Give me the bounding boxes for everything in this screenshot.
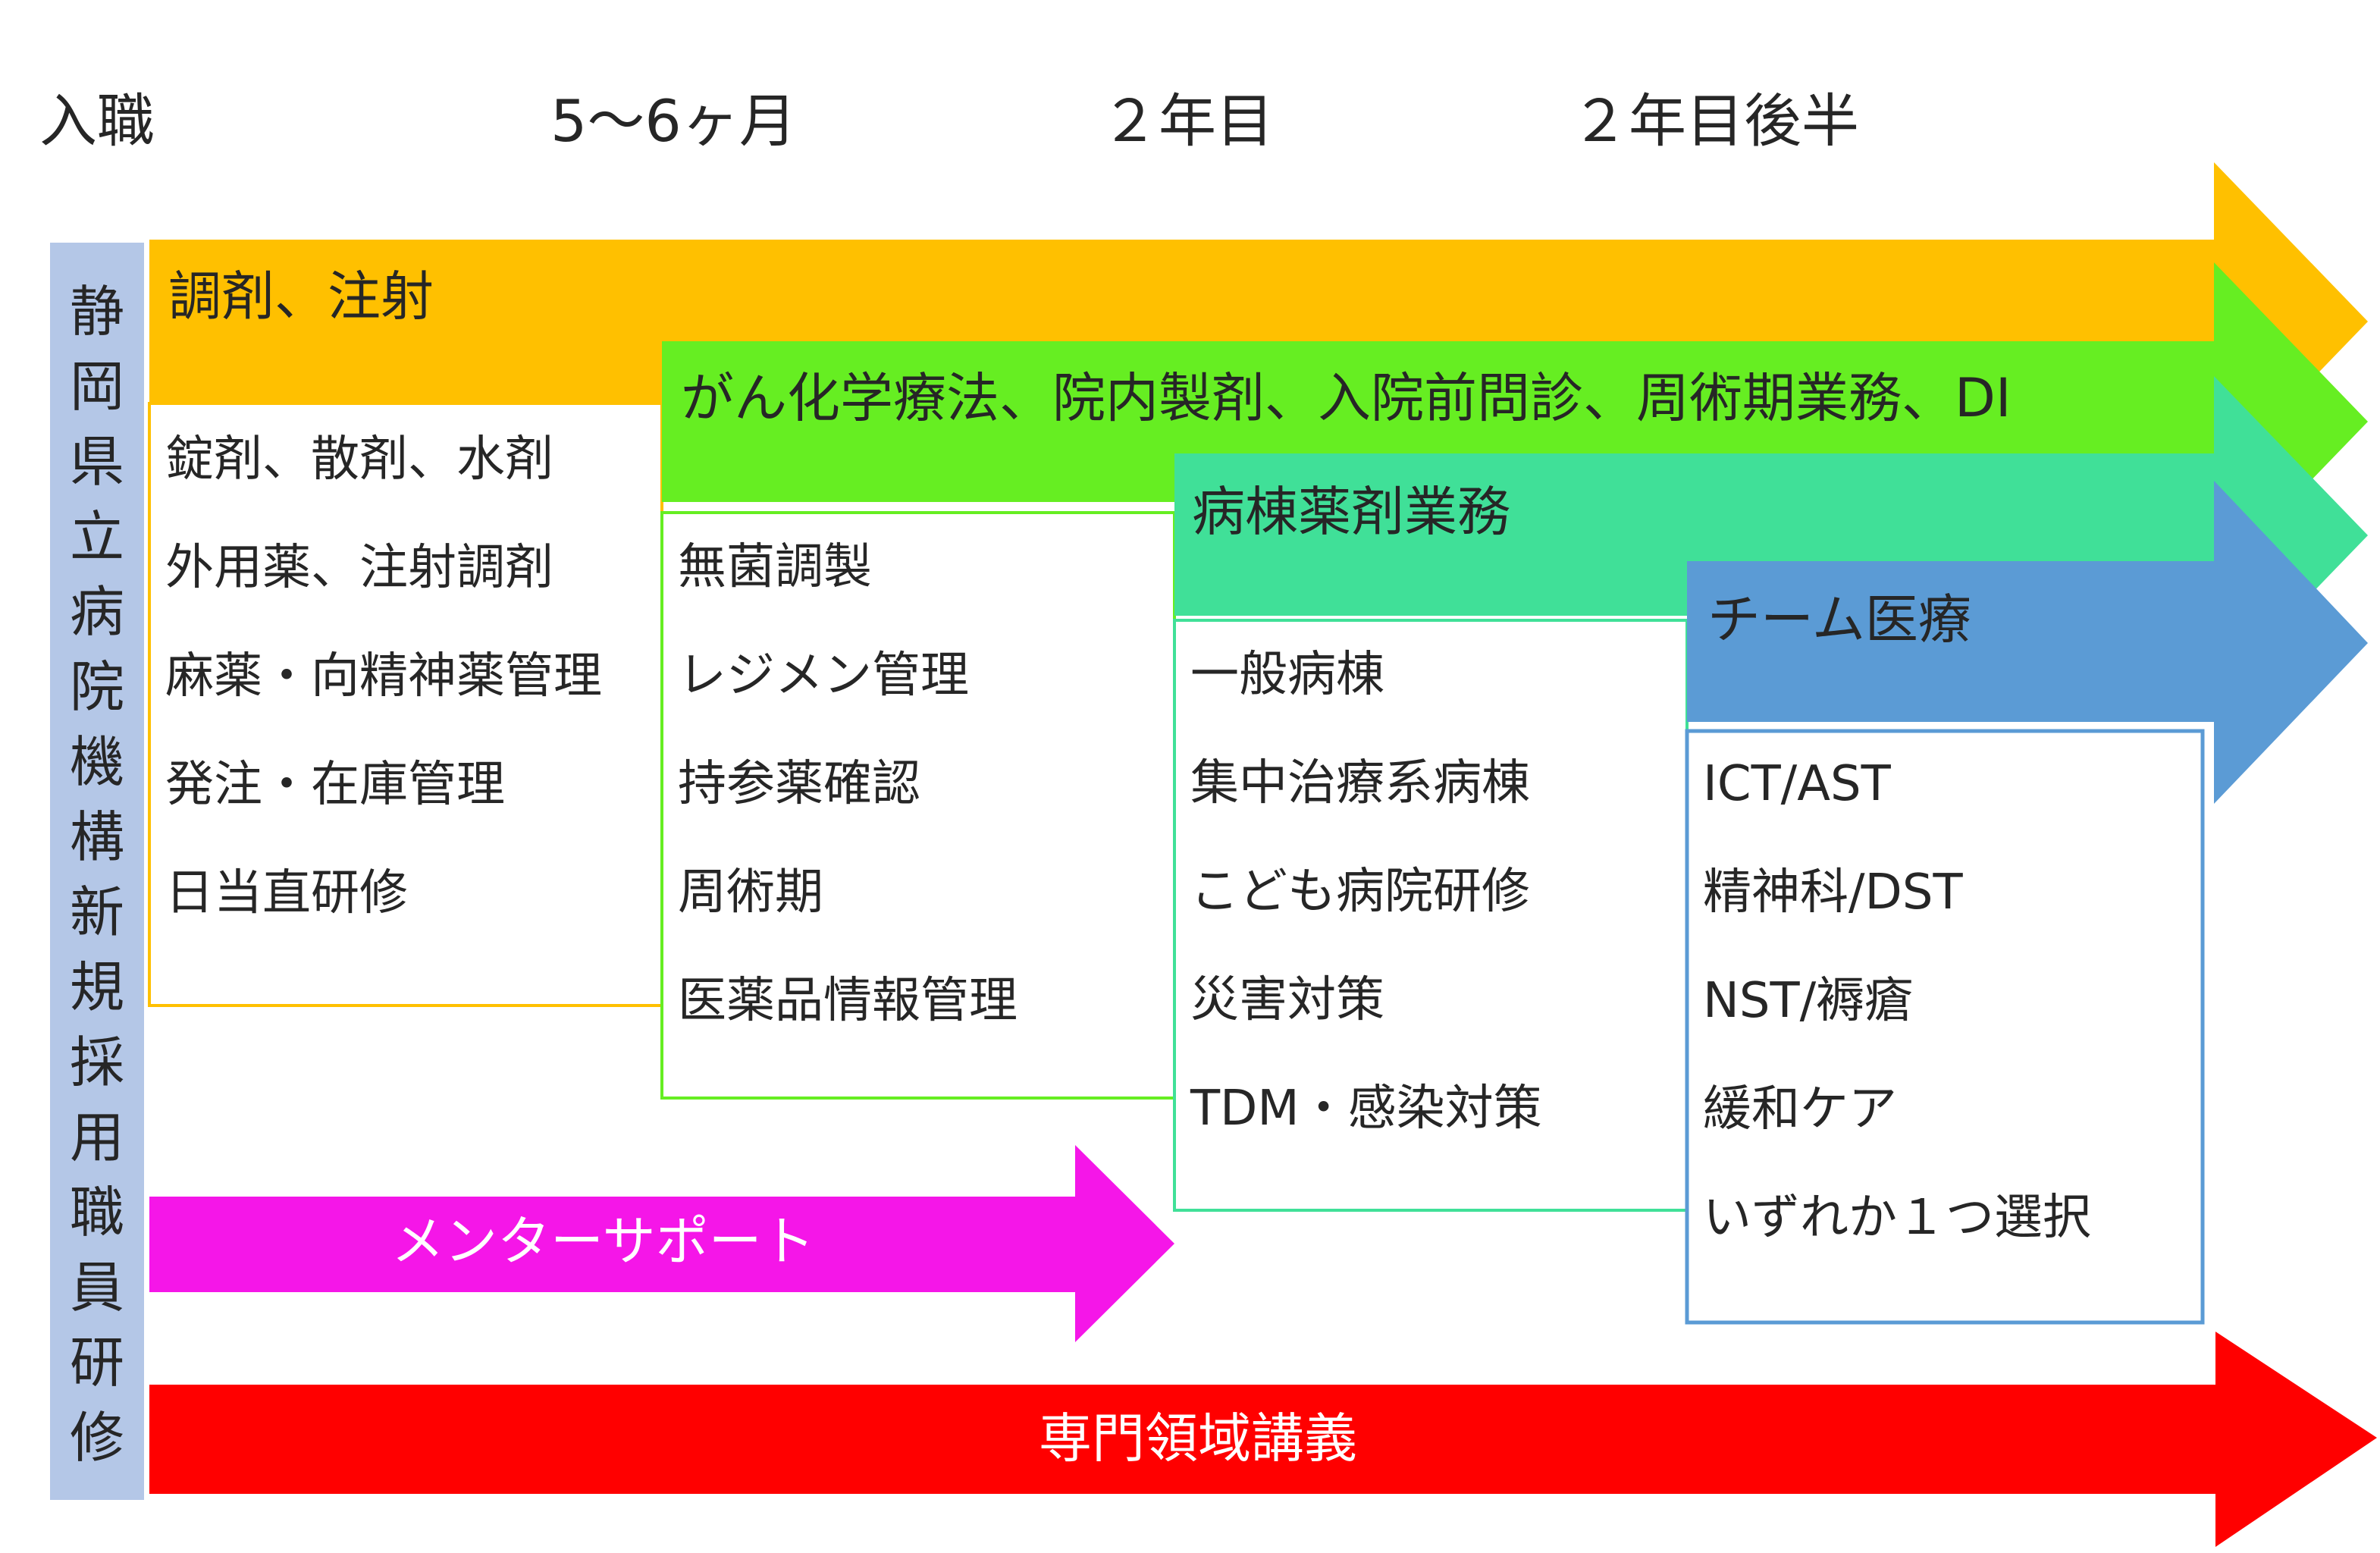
mentor-arrow-label: メンターサポート <box>391 1210 815 1272</box>
dispensing-arrow-label: 調剤、注射 <box>168 265 434 328</box>
list-item: TDM・感染対策 <box>1190 1081 1542 1137</box>
lecture-arrow-label: 専門領域講義 <box>1039 1407 1357 1470</box>
team-items-box <box>1685 729 2205 1325</box>
side-bar <box>50 243 144 1500</box>
list-item: いずれか１つ選択 <box>1703 1190 2091 1246</box>
list-item: NST/褥瘡 <box>1703 973 1914 1029</box>
list-item: 緩和ケア <box>1703 1081 1897 1137</box>
lecture-arrow <box>149 1332 2377 1547</box>
ward-arrow-label: 病棟薬剤業務 <box>1192 481 1510 543</box>
mentor-arrow <box>149 1145 1174 1342</box>
list-item: 集中治療系病棟 <box>1190 755 1530 811</box>
list-item: 麻薬・向精神薬管理 <box>165 648 602 704</box>
list-item: ICT/AST <box>1703 756 1891 812</box>
list-item: こども病院研修 <box>1190 864 1530 920</box>
milestone-year-2-late: ２年目後半 <box>1571 87 1859 155</box>
list-item: 発注・在庫管理 <box>165 757 505 813</box>
milestone-year-2: ２年目 <box>1101 87 1274 155</box>
team-arrow <box>1687 481 2368 804</box>
list-item: 外用薬、注射調剤 <box>165 540 553 596</box>
dispensing-items: 錠剤、散剤、水剤 外用薬、注射調剤 麻薬・向精神薬管理 発注・在庫管理 日当直研… <box>165 435 602 977</box>
milestone-5-6-months: 5〜6ヶ月 <box>550 87 797 155</box>
list-item: 錠剤、散剤、水剤 <box>165 431 553 488</box>
list-item: 一般病棟 <box>1190 647 1384 703</box>
team-items: ICT/AST 精神科/DST NST/褥瘡 緩和ケア いずれか１つ選択 <box>1703 760 2091 1302</box>
milestone-start: 入職 <box>39 87 155 155</box>
list-item: 周術期 <box>678 864 823 921</box>
list-item: 医薬品情報管理 <box>678 973 1018 1029</box>
ward-items: 一般病棟 集中治療系病棟 こども病院研修 災害対策 TDM・感染対策 <box>1190 651 1542 1193</box>
list-item: レジメン管理 <box>678 648 969 704</box>
list-item: 持参薬確認 <box>678 756 920 812</box>
list-item: 無菌調製 <box>678 539 872 595</box>
side-label: 静岡県立病院機構新規採用職員研修 <box>69 280 124 1470</box>
team-arrow-label: チーム医療 <box>1707 588 1971 651</box>
list-item: 日当直研修 <box>165 865 408 921</box>
chemo-arrow-label: がん化学療法、院内製剤、入院前問診、周術期業務、DI <box>681 367 2012 429</box>
chemo-items: 無菌調製 レジメン管理 持参薬確認 周術期 医薬品情報管理 <box>678 543 1018 1085</box>
list-item: 災害対策 <box>1190 972 1384 1028</box>
list-item: 精神科/DST <box>1703 864 1963 921</box>
